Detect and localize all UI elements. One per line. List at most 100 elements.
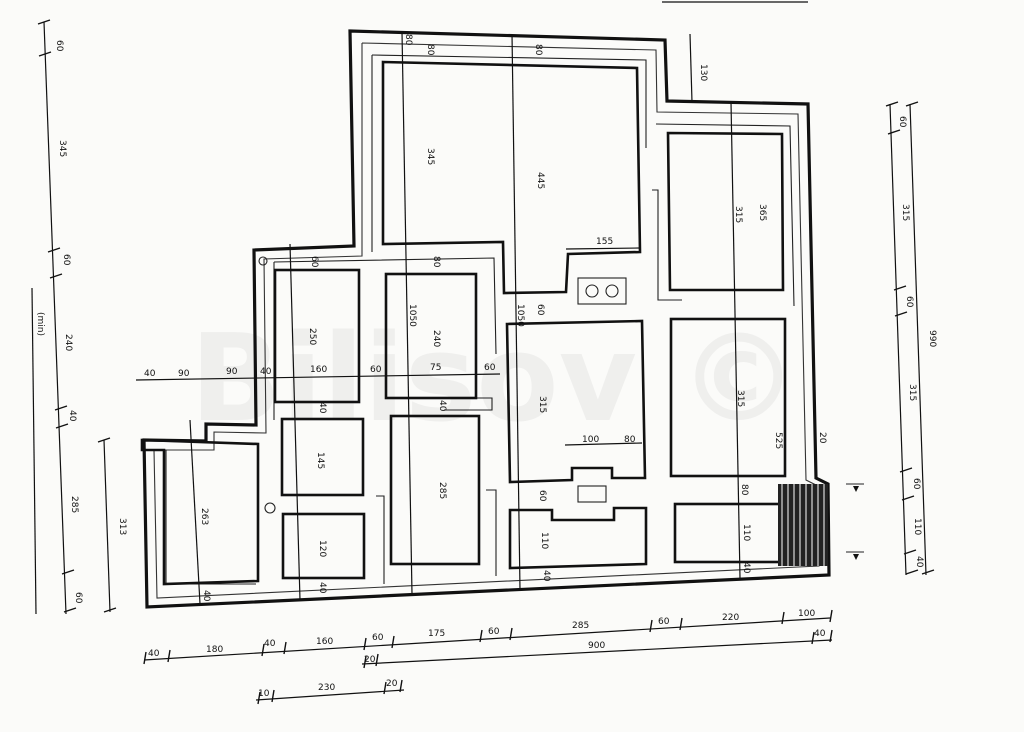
sink-fixture (577, 277, 627, 305)
dim-label-interior: 110 (539, 532, 549, 549)
dim-label-interior: 110 (741, 524, 751, 541)
dim-label-left: 60 (61, 254, 71, 266)
left-dim-313-axis (103, 439, 111, 613)
interior-dim-line (565, 247, 641, 250)
dim-label-bottom2: 40 (814, 629, 826, 639)
dim-label-right: 315 (907, 384, 917, 401)
dim-label-interior: 315 (537, 396, 547, 413)
dim-label-bottom: 100 (798, 609, 815, 619)
dim-label-interior: 525 (773, 432, 783, 449)
dim-label-bottom: 175 (428, 629, 445, 639)
dim-label-interior: 315 (735, 390, 745, 407)
dim-label-130: 130 (698, 64, 708, 81)
dim-label-interior: 40 (260, 367, 272, 377)
interior-dim-line (401, 31, 413, 595)
left-dim-axis (43, 21, 67, 615)
dim-label-bottom: 285 (572, 621, 589, 631)
dim-label-interior: 60 (370, 365, 382, 375)
dim-label-bottom: 180 (206, 645, 223, 655)
dim-label-bottom3: 230 (318, 683, 335, 693)
dim-label-interior: 60 (309, 256, 319, 268)
dim-label-left: 60 (54, 40, 64, 52)
fixture-box (577, 485, 607, 503)
dim-label-bottom3: 10 (258, 689, 270, 699)
dim-label-interior: 100 (582, 435, 599, 445)
sink-basin-icon (605, 284, 619, 298)
right-dim-axis (889, 103, 907, 576)
dim-label-interior: 40 (317, 582, 327, 594)
dim-label-interior: 60 (535, 304, 545, 316)
dim-label-interior: 315 (733, 206, 743, 223)
dim-label-interior: 90 (178, 369, 190, 379)
bottom-row1-ticks (143, 609, 833, 665)
dim-label-interior: 240 (431, 330, 441, 347)
dim-label-interior: 75 (430, 363, 441, 373)
room-315-right (669, 317, 787, 478)
dim-label-right-total: 990 (927, 330, 937, 347)
dim-label-bottom: 60 (658, 617, 670, 627)
small-circle-icon (258, 256, 268, 266)
corridor-line (655, 123, 795, 307)
outer-wall-inner-line (153, 42, 820, 599)
dim-label-left-min: (min) (35, 312, 45, 336)
dim-label-interior: 155 (596, 237, 613, 247)
dim-label-bottom3: 20 (386, 679, 398, 689)
interior-dim-line (730, 101, 741, 579)
dim-label-interior: 40 (317, 402, 327, 414)
room-263 (140, 438, 260, 586)
dim-label-interior: 285 (437, 482, 447, 499)
corridor-line (486, 489, 497, 576)
room-315-mid (505, 319, 647, 484)
dim-label-interior: 80 (431, 256, 441, 268)
dim-label-interior: 40 (541, 570, 551, 582)
dim-label-interior: 345 (425, 148, 435, 165)
room-145 (280, 417, 365, 497)
bottom-dim-row3 (255, 689, 405, 701)
room-top-right (666, 131, 785, 292)
dim-label-interior: 20 (817, 432, 827, 444)
dim-label-interior: 40 (144, 369, 156, 379)
left-dim-ticks (37, 19, 77, 613)
dim-label-interior: 40 (437, 400, 447, 412)
dim-label-right: 110 (912, 518, 922, 535)
dim-label-left: 345 (57, 140, 67, 157)
dim-label-interior: 40 (741, 562, 751, 574)
level-marker (846, 551, 864, 560)
dim-label-interior: 40 (201, 590, 211, 602)
bottom-row3-ticks (257, 679, 403, 705)
dim-label-interior: 263 (199, 508, 209, 525)
dim-label-interior: 60 (484, 363, 496, 373)
dim-label-bottom: 60 (372, 633, 384, 643)
dim-label-interior: 250 (307, 328, 317, 345)
dim-label-bottom: 220 (722, 613, 739, 623)
right-dim-ticks (885, 101, 935, 575)
room-285 (389, 414, 481, 566)
dim-label-interior: 160 (310, 365, 327, 375)
stair-hatch (778, 484, 828, 566)
bottom-row2-ticks (363, 629, 833, 669)
dim-label-interior: 60 (537, 490, 547, 502)
interior-dim-line (189, 419, 201, 605)
corridor-line (652, 189, 682, 301)
dim-label-left: 285 (69, 496, 79, 513)
corridor-line (371, 54, 647, 148)
dim-label-interior: 145 (315, 452, 325, 469)
interior-dim-line (511, 33, 521, 591)
interior-dim-line (564, 442, 643, 446)
dim-label-313: 313 (117, 518, 127, 535)
dim-label-interior: 445 (535, 172, 545, 189)
dim-label-interior: 90 (226, 367, 238, 377)
watermark: Bilisov © (190, 310, 799, 449)
room-250 (273, 268, 361, 404)
dim-label-right: 40 (914, 556, 924, 568)
bottom-dim-row2 (361, 639, 833, 665)
corridor-line (376, 495, 385, 584)
dim-label-bottom: 40 (148, 649, 160, 659)
interior-dim-line (289, 243, 301, 601)
dim-label-left: 60 (73, 592, 83, 604)
level-marker (846, 483, 864, 492)
room-240 (384, 272, 478, 400)
corridor-line (273, 257, 497, 355)
bottom-dim-row1 (143, 617, 831, 661)
